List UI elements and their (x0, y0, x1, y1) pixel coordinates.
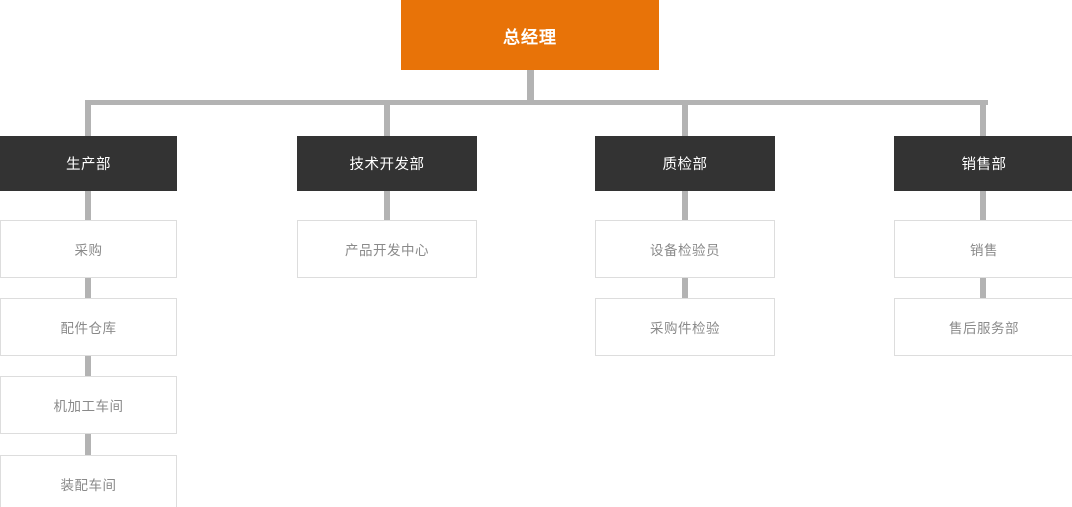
connector-bus-to-dept-2 (384, 100, 390, 138)
connector-root-down (527, 70, 534, 102)
node-label: 采购 (74, 243, 103, 258)
node-label: 销售部 (961, 157, 1007, 173)
connector-col1-seg2 (85, 276, 91, 299)
node-label: 质检部 (662, 157, 708, 173)
node-label: 设备检验员 (650, 243, 720, 258)
node-label: 配件仓库 (60, 321, 117, 336)
node-label: 销售 (970, 243, 998, 258)
node-dept-tech-development[interactable]: 技术开发部 (297, 136, 477, 191)
node-label: 技术开发部 (349, 157, 425, 173)
node-leaf-sales[interactable]: 销售 (894, 216, 1072, 282)
node-label: 售后服务部 (949, 321, 1019, 336)
connector-bus-to-dept-3 (682, 100, 688, 138)
node-label: 采购件检验 (650, 321, 720, 336)
node-leaf-assembly-workshop[interactable]: 装配车间 (0, 451, 182, 507)
connector-col1-seg3 (85, 354, 91, 377)
node-label: 装配车间 (60, 478, 117, 493)
node-leaf-procurement[interactable]: 采购 (0, 216, 182, 282)
node-label: 总经理 (503, 27, 557, 47)
connector-col4-seg2 (980, 276, 986, 299)
connector-bus-to-dept-4 (980, 100, 986, 138)
connector-col4-seg1 (980, 190, 986, 222)
connector-col3-seg1 (682, 190, 688, 222)
node-dept-production[interactable]: 生产部 (0, 136, 177, 191)
connector-col3-seg2 (682, 276, 688, 299)
connector-col2-seg1 (384, 190, 390, 222)
connector-col1-seg1 (85, 190, 91, 222)
node-dept-quality-inspection[interactable]: 质检部 (595, 136, 775, 191)
connector-horizontal-bus (86, 100, 988, 105)
node-root-general-manager[interactable]: 总经理 (401, 0, 659, 70)
connector-col1-seg4 (85, 433, 91, 456)
connector-bus-to-dept-1 (85, 100, 91, 138)
node-leaf-product-development-center[interactable]: 产品开发中心 (297, 216, 482, 282)
node-leaf-purchased-parts-inspection[interactable]: 采购件检验 (595, 294, 780, 360)
node-leaf-machining-workshop[interactable]: 机加工车间 (0, 372, 182, 438)
node-leaf-after-sales-service[interactable]: 售后服务部 (894, 294, 1072, 360)
node-label: 机加工车间 (53, 399, 124, 414)
node-label: 生产部 (66, 157, 111, 173)
node-leaf-equipment-inspector[interactable]: 设备检验员 (595, 216, 780, 282)
node-label: 产品开发中心 (345, 243, 429, 258)
node-dept-sales[interactable]: 销售部 (894, 136, 1072, 191)
node-leaf-parts-warehouse[interactable]: 配件仓库 (0, 294, 182, 360)
